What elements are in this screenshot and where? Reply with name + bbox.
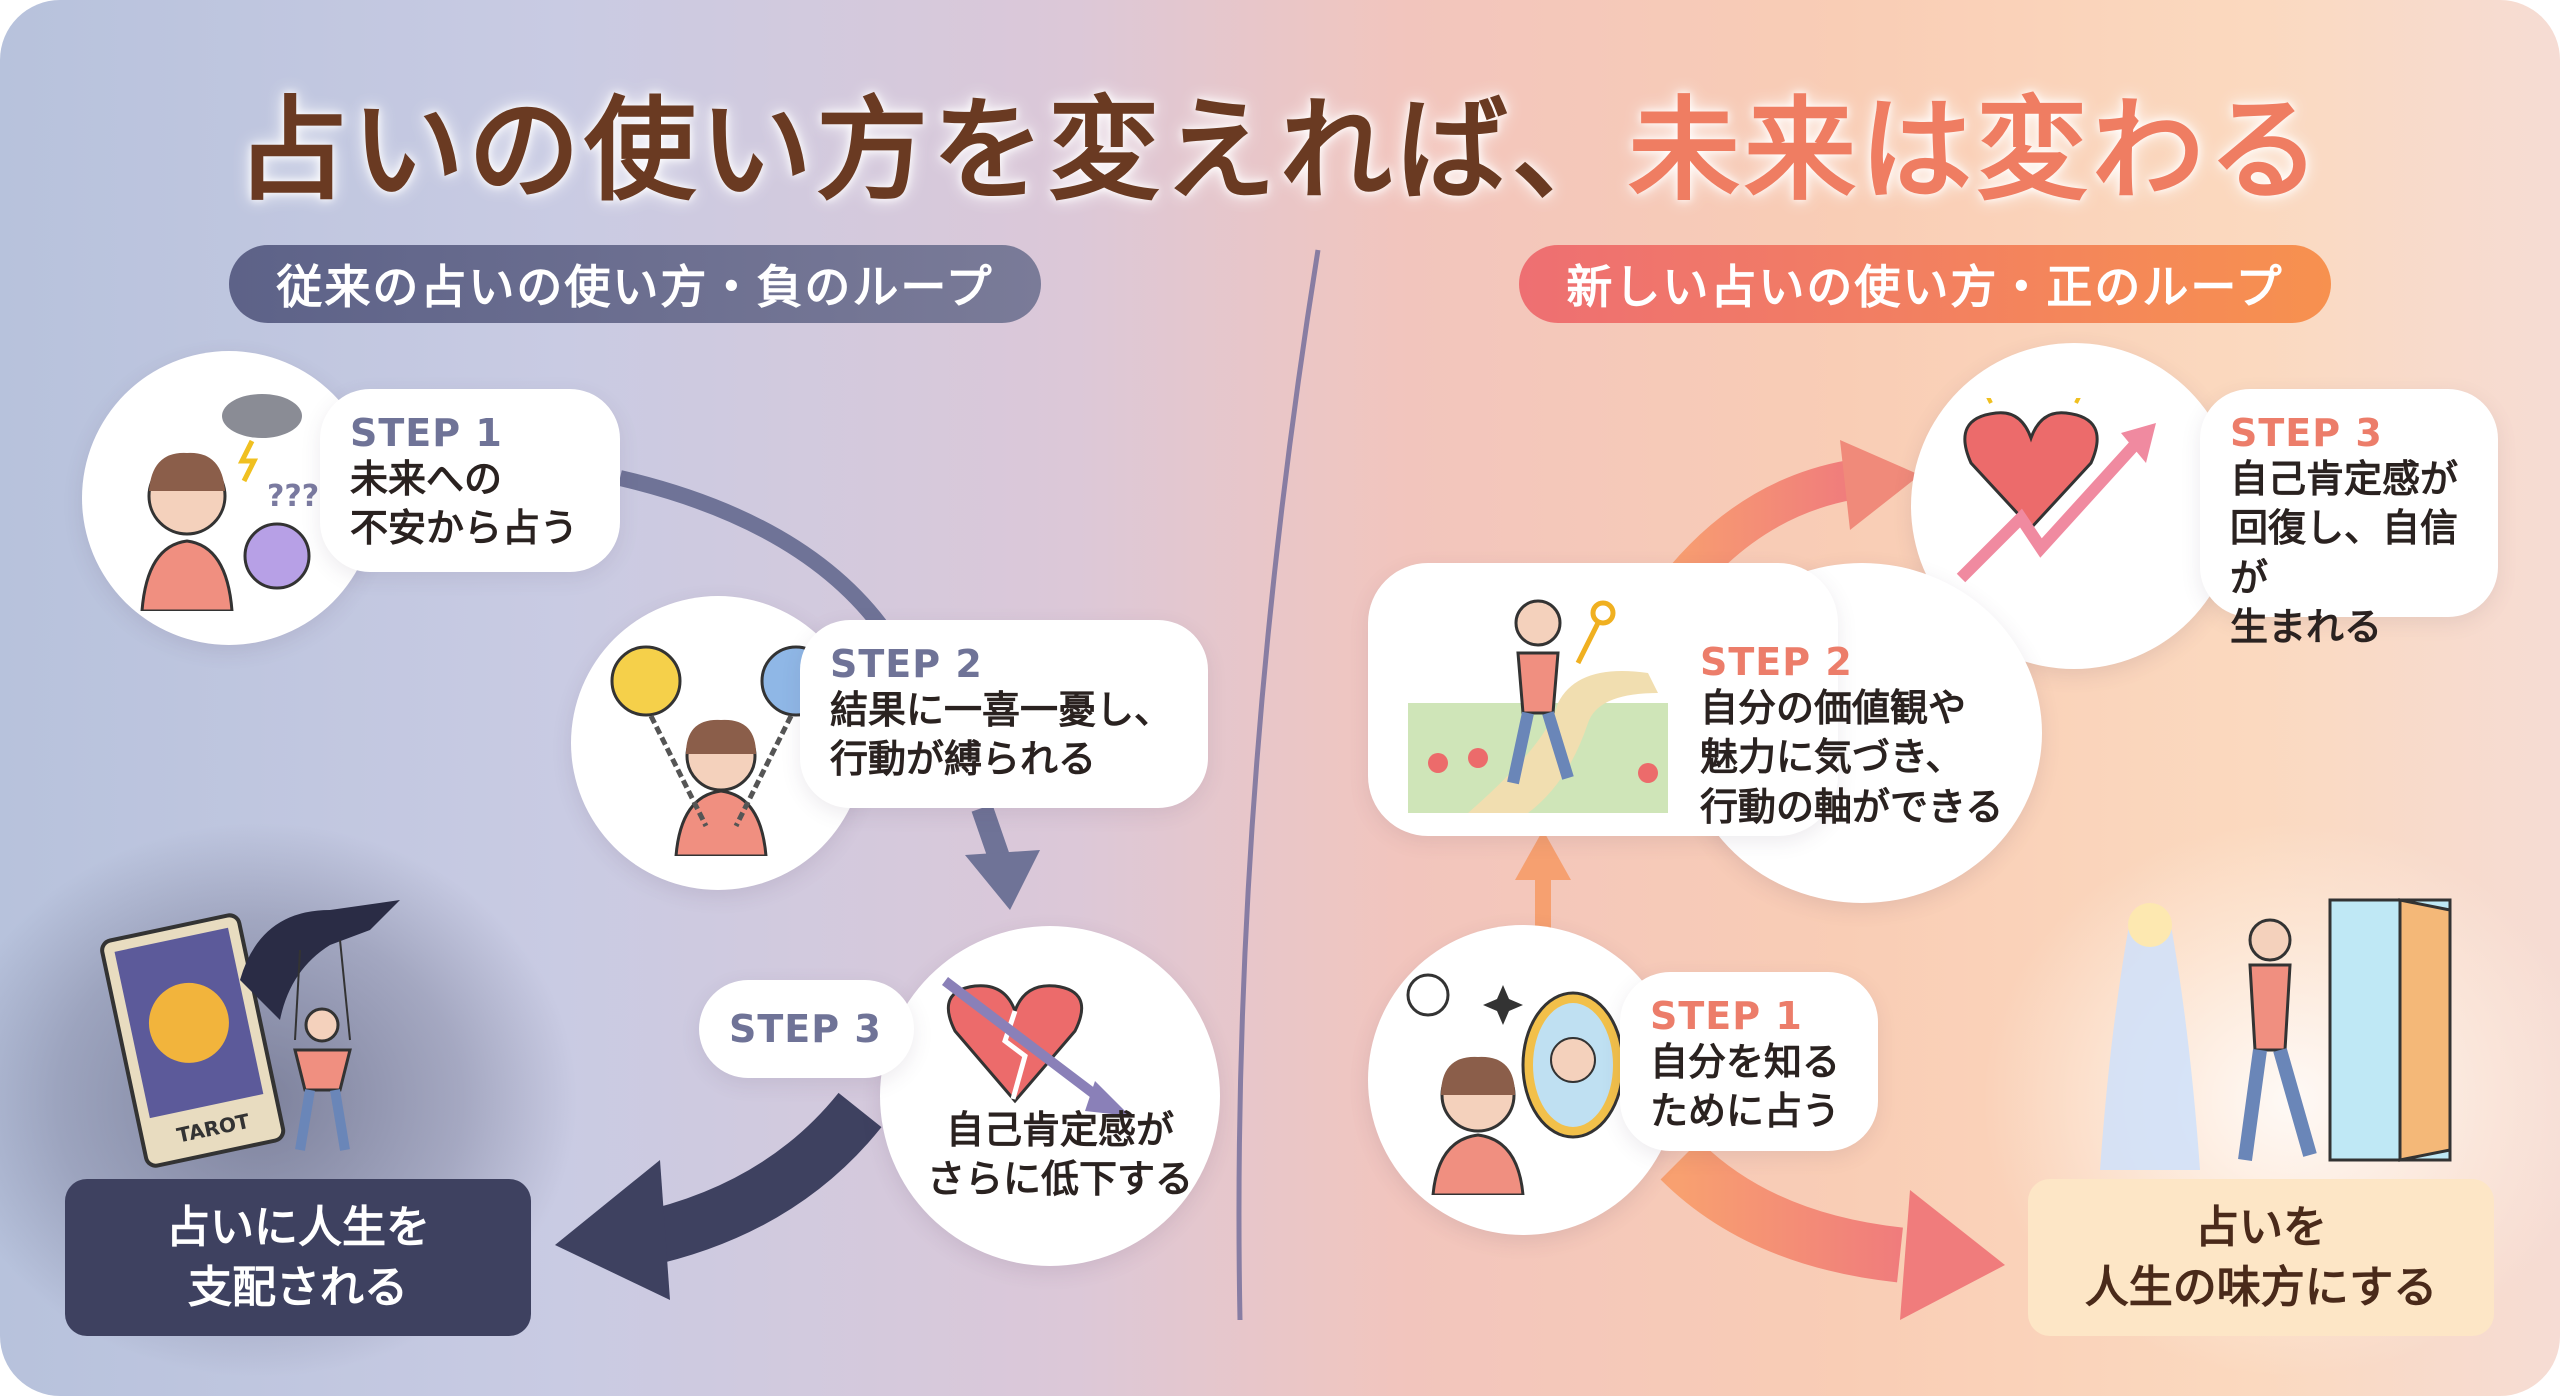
- arrow-step1-to-step2-negative: [618, 470, 887, 630]
- arrow-step1-to-outcome-positive: [1660, 1140, 1904, 1283]
- arrow-head: [965, 850, 1040, 910]
- step-description: 自分を知る ために占う: [1650, 1040, 1841, 1134]
- step1-negative-illustration-circle: ???: [82, 351, 376, 645]
- step-label: STEP 2: [830, 642, 983, 686]
- step3-positive-card: STEP 3 自己肯定感が 回復し、自信が 生まれる: [2200, 389, 2498, 649]
- step2-negative-card: STEP 2 結果に一喜一憂し、 行動が縛られる: [800, 620, 1208, 808]
- step-description: 自分の価値観や 魅力に気づき、 行動の軸ができる: [1700, 686, 2004, 829]
- step2-positive-text: STEP 2 自分の価値観や 魅力に気づき、 行動の軸ができる: [1700, 640, 2040, 832]
- step1-negative-card: STEP 1 未来への 不安から占う: [320, 389, 620, 572]
- arrow-step2-to-step3-negative: [971, 804, 1011, 864]
- arrow-step3-to-outcome-negative: [634, 1092, 882, 1267]
- step-description: 自己肯定感が 回復し、自信が 生まれる: [2230, 457, 2459, 650]
- arrow-head: [1840, 440, 1920, 530]
- step-label: STEP 1: [350, 411, 503, 455]
- tarot-puppet-illustration: TAROT: [100, 900, 400, 1168]
- broken-heart-down-arrow-icon: [941, 977, 1130, 1116]
- step-label: STEP 1: [1650, 994, 1803, 1038]
- positive-loop-header: 新しい占いの使い方・正のループ: [1519, 245, 2331, 323]
- heart-rising-arrow-icon: [1956, 398, 2156, 583]
- step-description: 未来への 不安から占う: [350, 457, 579, 551]
- arrow-head: [1515, 830, 1571, 880]
- step-description: 結果に一喜一憂し、 行動が縛られる: [830, 688, 1173, 782]
- page-title: 占いの使い方を変えれば、未来は変わる: [0, 60, 2560, 222]
- step3-negative-label-card: STEP 3: [699, 980, 914, 1078]
- worried-woman-crystal-ball-icon: ???: [140, 394, 319, 611]
- door-guardian-illustration: [2100, 898, 2452, 1170]
- step-label: STEP 3: [2230, 411, 2383, 455]
- positive-outcome-box: 占いを 人生の味方にする: [2028, 1179, 2494, 1336]
- divider-line: [1236, 249, 1321, 1321]
- title-main: 占いの使い方を変えれば、: [236, 86, 1628, 216]
- step1-positive-card: STEP 1 自分を知る ために占う: [1620, 972, 1878, 1151]
- step2-positive-illustration-card: [1368, 563, 1838, 836]
- svg-text:???: ???: [267, 479, 319, 514]
- step3-negative-circle: 自己肯定感が さらに低下する: [880, 926, 1220, 1266]
- arrow-head: [555, 1160, 670, 1300]
- step3-positive-illustration-circle: [1911, 343, 2237, 669]
- chained-woman-emotions-icon: [610, 645, 832, 856]
- woman-walking-key-icon: [1408, 599, 1668, 813]
- step-description: 自己肯定感が さらに低下する: [926, 1108, 1193, 1202]
- step-label: STEP 3: [729, 1007, 882, 1051]
- step-label: STEP 2: [1700, 640, 1853, 684]
- negative-outcome-box: 占いに人生を 支配される: [65, 1179, 531, 1336]
- woman-mirror-compass-icon: [1406, 973, 1625, 1195]
- arrow-head: [1900, 1190, 2005, 1320]
- title-accent: 未来は変わる: [1628, 86, 2324, 216]
- negative-loop-header: 従来の占いの使い方・負のループ: [229, 245, 1041, 323]
